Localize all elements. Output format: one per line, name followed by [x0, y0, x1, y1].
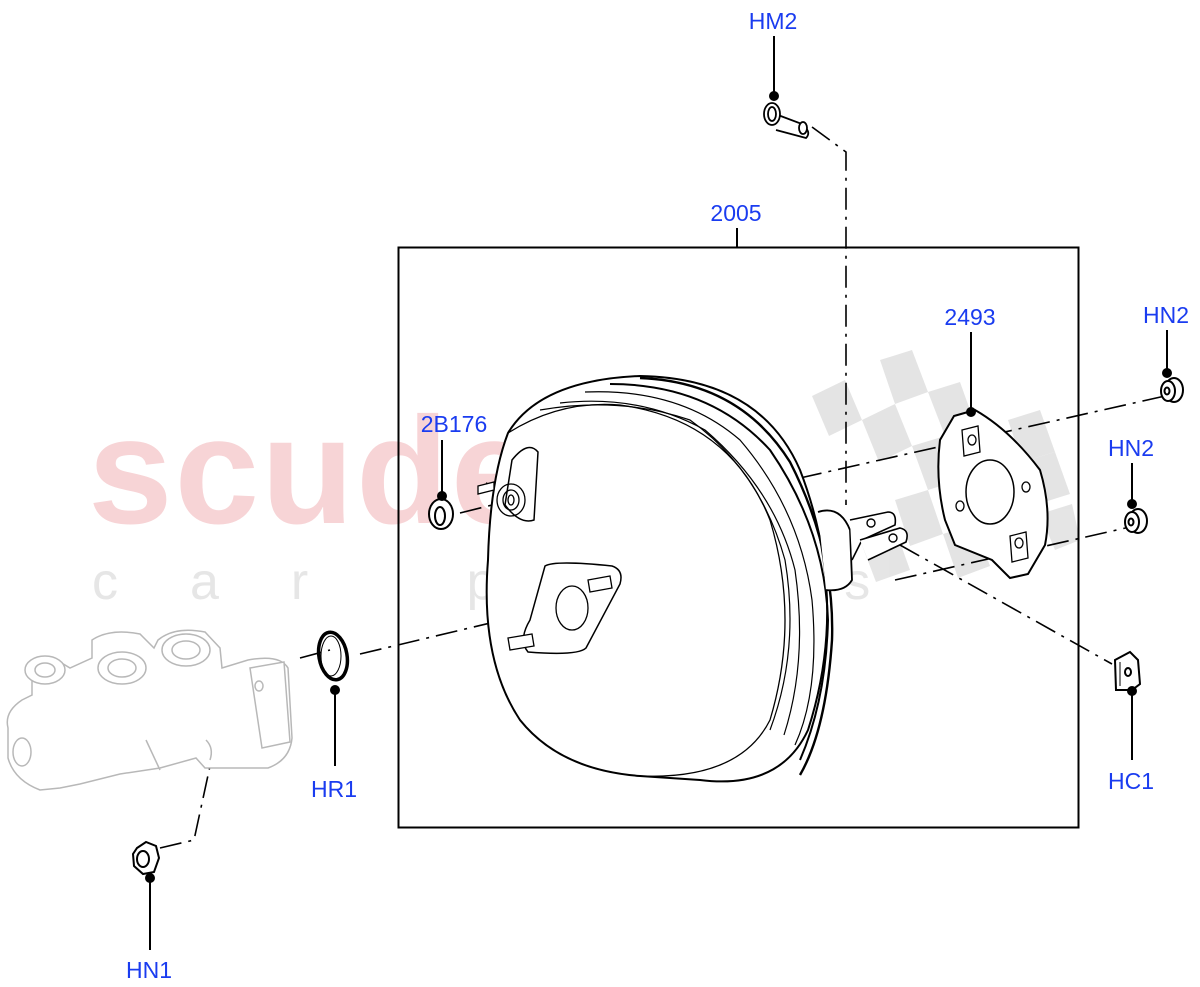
leader-lines [145, 36, 1172, 950]
brake-booster [477, 374, 908, 783]
assembly-group-box [397, 246, 1080, 829]
clevis-pin-hm2 [763, 102, 810, 140]
callout-hc1[interactable]: HC1 [1107, 768, 1155, 794]
grommet-2b176 [428, 498, 454, 530]
nut-hn2-upper [1160, 377, 1184, 403]
callout-hr1[interactable]: HR1 [310, 776, 358, 802]
callout-2493[interactable]: 2493 [944, 304, 996, 330]
callout-hn2-upper[interactable]: HN2 [1142, 302, 1190, 328]
callout-hn1[interactable]: HN1 [125, 957, 173, 983]
callout-hm2[interactable]: HM2 [748, 8, 798, 34]
master-cylinder-ghost [6, 629, 293, 791]
callout-2005[interactable]: 2005 [710, 200, 762, 226]
nut-hn2-lower [1124, 508, 1148, 534]
o-ring-hr1 [316, 630, 350, 682]
nut-hn1 [131, 840, 161, 876]
callout-2b176[interactable]: 2B176 [420, 411, 488, 437]
callout-hn2-lower[interactable]: HN2 [1107, 435, 1155, 461]
mounting-plate-2493 [937, 408, 1049, 580]
clip-hc1 [1113, 650, 1142, 691]
